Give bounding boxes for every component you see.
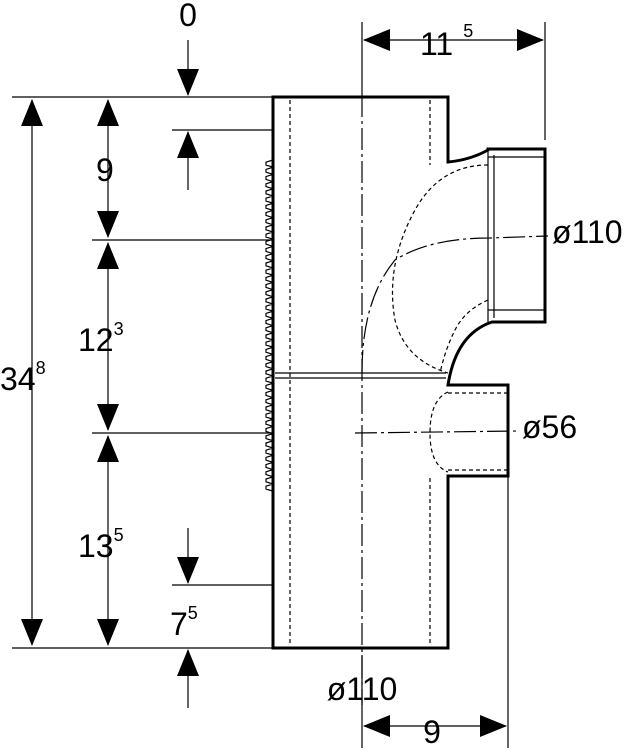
upper-branch-diameter: ø110 [552, 214, 623, 250]
main-diameter: ø110 [327, 671, 398, 707]
dim-overall-height: 348 [0, 358, 46, 397]
dimension-lines [21, 29, 544, 737]
dim-branch-spacing: 123 [78, 319, 124, 358]
dim-bottom-width: 9 [423, 714, 441, 750]
serrated-edge [265, 159, 276, 492]
dim-top-offset: 0 [179, 0, 197, 33]
dim-bottom-to-branch: 135 [78, 525, 124, 564]
dim-spigot-length: 75 [170, 603, 198, 642]
pipe-body [271, 95, 547, 650]
hidden-geometry [391, 164, 508, 473]
dim-top-to-branch: 9 [96, 152, 114, 188]
center-lines [354, 95, 549, 705]
lower-branch-diameter: ø56 [522, 409, 577, 445]
